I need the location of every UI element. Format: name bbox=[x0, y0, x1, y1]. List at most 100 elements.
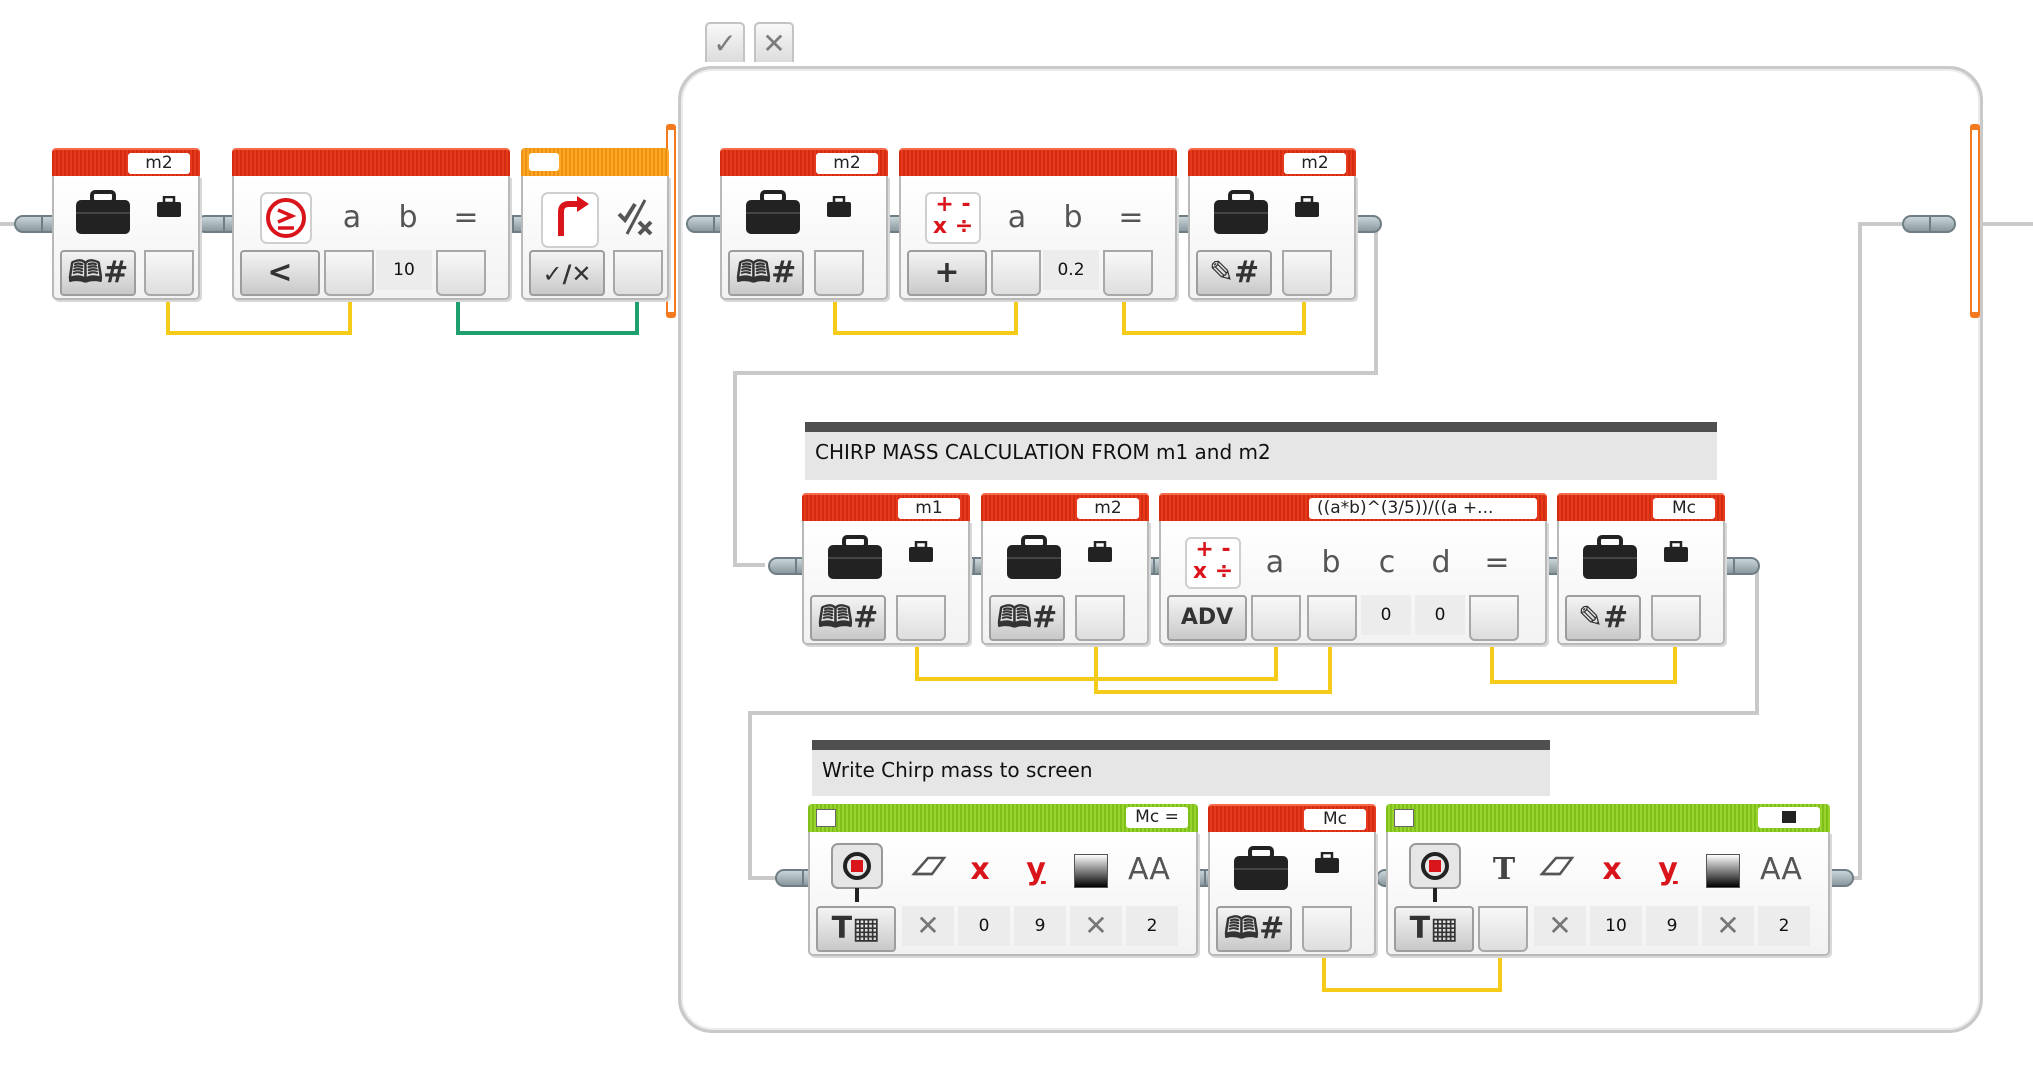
variable-name[interactable]: m2 bbox=[128, 153, 190, 174]
result-output-plug[interactable] bbox=[436, 250, 486, 296]
compare-icon bbox=[260, 192, 312, 244]
input-a-label: a bbox=[1007, 200, 1027, 235]
input-d-value[interactable]: 0 bbox=[1415, 595, 1465, 635]
math-block[interactable]: + -x ÷ a b = + 0.2 bbox=[899, 148, 1177, 300]
input-a-plug[interactable] bbox=[324, 250, 374, 296]
input-a-plug[interactable] bbox=[991, 250, 1041, 296]
mode-selector[interactable]: 🕮# bbox=[810, 595, 886, 641]
input-a-label: a bbox=[342, 200, 362, 235]
block-body: + -x ÷ a b = + 0.2 bbox=[899, 176, 1177, 300]
mode-selector[interactable]: 🕮# bbox=[989, 595, 1065, 641]
variable-read-block[interactable]: m1 🕮# bbox=[802, 493, 970, 645]
text-grid-icon: T▦ bbox=[1409, 911, 1459, 946]
display-text-value[interactable] bbox=[1758, 807, 1820, 828]
font-value[interactable]: 2 bbox=[1126, 906, 1178, 946]
input-plug[interactable] bbox=[1282, 250, 1332, 296]
input-b-value[interactable]: 0.2 bbox=[1043, 250, 1099, 290]
variable-name[interactable]: m2 bbox=[1284, 153, 1346, 174]
block-body: ✎# bbox=[1557, 521, 1725, 645]
variable-read-block[interactable]: m2 🕮# bbox=[52, 148, 200, 300]
variable-write-block[interactable]: Mc ✎# bbox=[1557, 493, 1725, 645]
loop-frame-inner bbox=[681, 69, 1980, 1030]
block-header: ((a*b)^(3/5))/((a +... bbox=[1159, 493, 1547, 523]
variable-read-block[interactable]: m2 🕮# bbox=[981, 493, 1149, 645]
input-plug[interactable] bbox=[1651, 595, 1701, 641]
comment-box[interactable]: CHIRP MASS CALCULATION FROM m1 and m2 bbox=[805, 422, 1717, 480]
briefcase-small-icon bbox=[1315, 852, 1339, 873]
briefcase-icon bbox=[1234, 846, 1288, 890]
loop-interrupt-icon bbox=[541, 192, 599, 248]
mode-selector[interactable]: ✓/✕ bbox=[529, 250, 605, 296]
text-input-plug[interactable] bbox=[1478, 906, 1528, 952]
font-value[interactable]: 2 bbox=[1758, 906, 1810, 946]
checkmark-icon: ✓ bbox=[713, 27, 737, 60]
variable-name[interactable]: m1 bbox=[898, 498, 960, 519]
math-mode-selector[interactable]: ADV bbox=[1167, 595, 1247, 641]
variable-read-block[interactable]: m2 🕮# bbox=[720, 148, 888, 300]
briefcase-small-icon bbox=[1295, 196, 1319, 217]
x-value[interactable]: 10 bbox=[1590, 906, 1642, 946]
variable-write-block[interactable]: m2 ✎# bbox=[1188, 148, 1356, 300]
mode-selector[interactable]: 🕮# bbox=[60, 250, 136, 296]
logic-icon: ✓/✕ bbox=[542, 260, 592, 288]
logic-input-plug[interactable] bbox=[613, 250, 663, 296]
result-output-plug[interactable] bbox=[1103, 250, 1153, 296]
display-text-block[interactable]: Mc = x y AA T▦ ✕ 0 9 ✕ 2 bbox=[808, 804, 1198, 956]
math-operator: + bbox=[934, 255, 960, 290]
book-hash-icon: 🕮# bbox=[735, 255, 797, 290]
output-plug[interactable] bbox=[1302, 906, 1352, 952]
display-mode-selector[interactable]: T▦ bbox=[816, 906, 896, 952]
variable-name[interactable]: Mc bbox=[1304, 809, 1366, 830]
clear-screen-value[interactable]: ✕ bbox=[1534, 906, 1586, 946]
display-icon-small bbox=[816, 809, 836, 827]
x-position-label: x bbox=[1602, 852, 1622, 887]
sequence-connector[interactable] bbox=[1902, 215, 1956, 233]
color-value[interactable]: ✕ bbox=[1702, 906, 1754, 946]
output-plug[interactable] bbox=[896, 595, 946, 641]
variable-name[interactable]: m2 bbox=[816, 153, 878, 174]
input-c-label: c bbox=[1378, 545, 1396, 580]
input-a-plug[interactable] bbox=[1251, 595, 1301, 641]
input-c-value[interactable]: 0 bbox=[1361, 595, 1411, 635]
pencil-hash-icon: ✎# bbox=[1577, 600, 1629, 635]
mode-selector[interactable]: 🕮# bbox=[1216, 906, 1292, 952]
math-mode-selector[interactable]: + bbox=[907, 250, 987, 296]
loop-name-icon[interactable] bbox=[529, 153, 559, 171]
block-body: x y AA T▦ ✕ 0 9 ✕ 2 bbox=[808, 832, 1198, 956]
comment-box[interactable]: Write Chirp mass to screen bbox=[812, 740, 1550, 796]
data-wire bbox=[1122, 296, 1306, 335]
loop-frame[interactable] bbox=[678, 66, 1983, 1033]
briefcase-icon bbox=[746, 190, 800, 234]
loop-interrupt-block[interactable]: ✓/✕ bbox=[521, 148, 669, 300]
output-plug[interactable] bbox=[814, 250, 864, 296]
display-text-block[interactable]: T x y AA T▦ ✕ 10 9 ✕ 2 bbox=[1386, 804, 1830, 956]
display-mode-selector[interactable]: T▦ bbox=[1394, 906, 1474, 952]
output-plug[interactable] bbox=[1075, 595, 1125, 641]
x-value[interactable]: 0 bbox=[958, 906, 1010, 946]
equation-text[interactable]: ((a*b)^(3/5))/((a +... bbox=[1309, 498, 1537, 519]
color-value[interactable]: ✕ bbox=[1070, 906, 1122, 946]
input-b-value[interactable]: 10 bbox=[376, 250, 432, 290]
math-advanced-block[interactable]: ((a*b)^(3/5))/((a +... + -x ÷ a b c d = … bbox=[1159, 493, 1547, 645]
input-b-plug[interactable] bbox=[1307, 595, 1357, 641]
y-value[interactable]: 9 bbox=[1014, 906, 1066, 946]
variable-read-block[interactable]: Mc 🕮# bbox=[1208, 804, 1376, 956]
loop-cancel-tab[interactable]: ✕ bbox=[754, 22, 794, 62]
compare-block[interactable]: a b = < 10 bbox=[232, 148, 510, 300]
data-wire bbox=[166, 296, 352, 335]
loop-accept-tab[interactable]: ✓ bbox=[705, 22, 745, 62]
result-output-plug[interactable] bbox=[1469, 595, 1519, 641]
compare-mode-selector[interactable]: < bbox=[240, 250, 320, 296]
input-d-label: d bbox=[1431, 545, 1451, 580]
block-header: m1 bbox=[802, 493, 970, 523]
mode-selector[interactable]: ✎# bbox=[1565, 595, 1641, 641]
math-mode-label: ADV bbox=[1180, 605, 1234, 630]
mode-selector[interactable]: ✎# bbox=[1196, 250, 1272, 296]
variable-name[interactable]: Mc bbox=[1653, 498, 1715, 519]
variable-name[interactable]: m2 bbox=[1077, 498, 1139, 519]
display-text-value[interactable]: Mc = bbox=[1126, 807, 1188, 828]
mode-selector[interactable]: 🕮# bbox=[728, 250, 804, 296]
output-plug[interactable] bbox=[144, 250, 194, 296]
y-value[interactable]: 9 bbox=[1646, 906, 1698, 946]
clear-screen-value[interactable]: ✕ bbox=[902, 906, 954, 946]
